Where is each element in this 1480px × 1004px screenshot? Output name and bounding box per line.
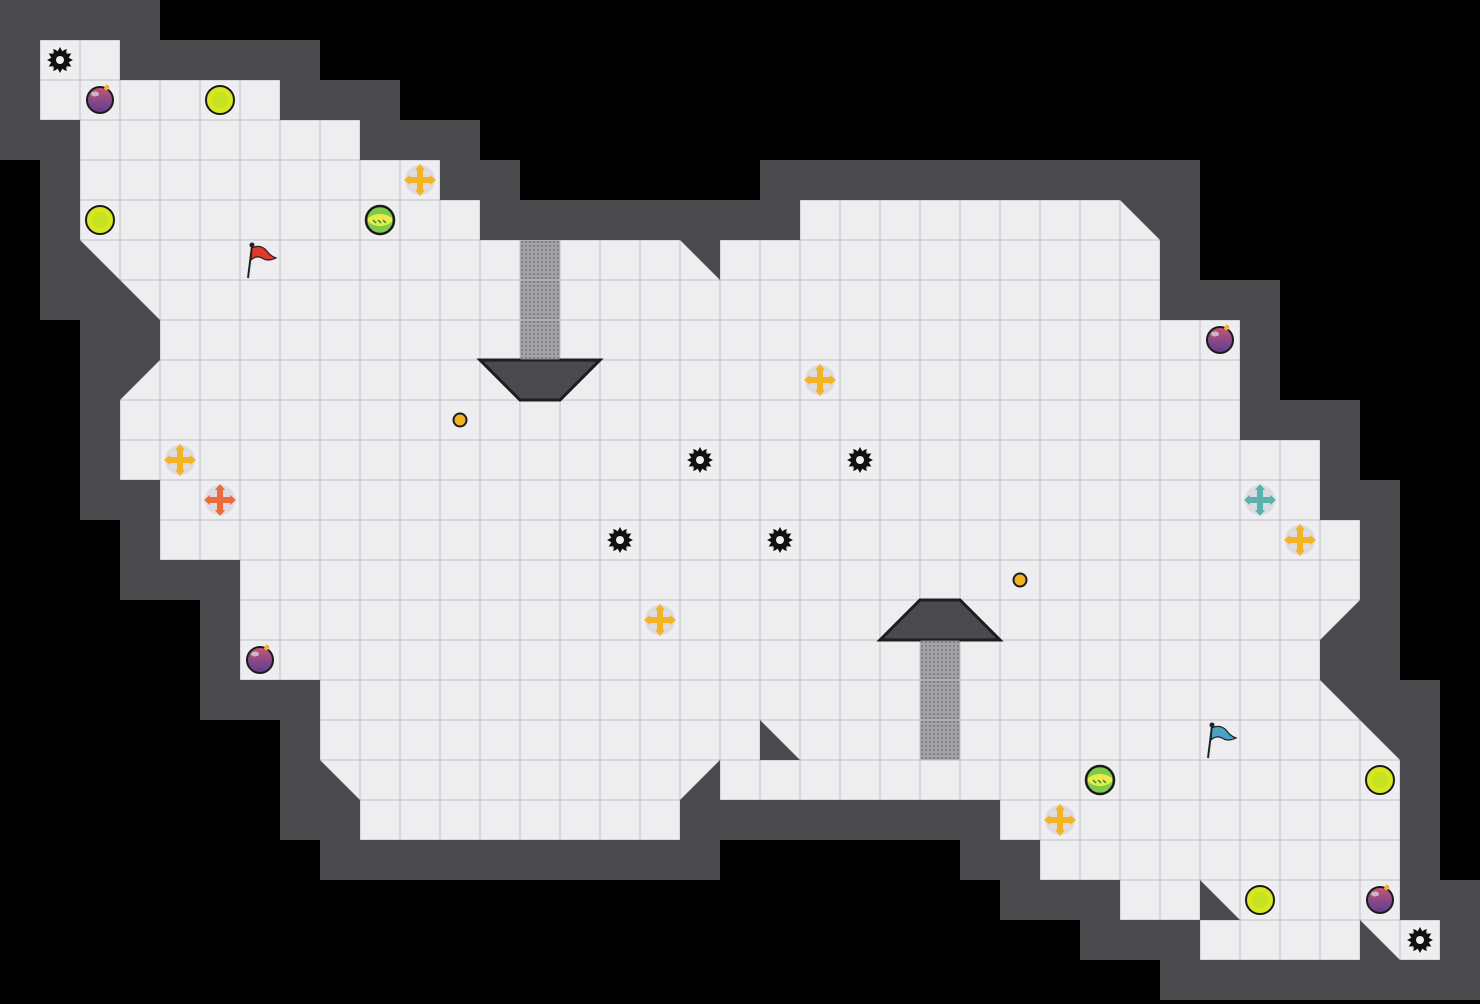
bomb bbox=[240, 640, 280, 680]
neutral-boost bbox=[200, 80, 240, 120]
spike bbox=[600, 520, 640, 560]
coin bbox=[440, 400, 480, 440]
boost-icon bbox=[85, 205, 115, 235]
floor-row bbox=[240, 600, 1360, 640]
wall-wedge-bottom-mid bbox=[680, 760, 720, 800]
coin bbox=[1000, 560, 1040, 600]
bomb-icon bbox=[86, 84, 114, 114]
floor-row bbox=[120, 440, 1320, 480]
floor-row bbox=[160, 520, 1360, 560]
spike-icon bbox=[847, 447, 873, 473]
spike-icon bbox=[607, 527, 633, 553]
floor-row bbox=[1040, 840, 1400, 880]
wall-wedge-right bbox=[1320, 600, 1400, 760]
bomb bbox=[80, 80, 120, 120]
powerup-icon bbox=[364, 204, 396, 236]
wall-wedge-bottom-right bbox=[1200, 880, 1240, 920]
gate-tile bbox=[920, 640, 960, 680]
bomb bbox=[1200, 320, 1240, 360]
blue-flag-icon bbox=[1207, 722, 1238, 759]
yellow-boost-pad-icon bbox=[1284, 524, 1316, 556]
neutral-boost bbox=[1360, 760, 1400, 800]
gate-tile bbox=[520, 240, 560, 280]
floor-row bbox=[120, 280, 1160, 320]
yellow-boost-pad-icon bbox=[644, 604, 676, 636]
boost-icon bbox=[1365, 765, 1395, 795]
wall-wedge-mid-top bbox=[680, 240, 720, 280]
coin-icon bbox=[1012, 572, 1028, 588]
wall-wedge-bottom-right-2 bbox=[1360, 920, 1400, 960]
neutral-boost-pad bbox=[160, 440, 200, 480]
wall-wedge-top-right bbox=[760, 200, 800, 240]
spike-icon bbox=[47, 47, 73, 73]
bumper-top bbox=[476, 358, 604, 402]
spike bbox=[760, 520, 800, 560]
spike bbox=[1400, 920, 1440, 960]
yellow-boost-pad-icon bbox=[164, 444, 196, 476]
floor-row bbox=[80, 120, 360, 160]
red-flag-icon bbox=[247, 242, 278, 279]
floor-row bbox=[160, 480, 1320, 520]
spike bbox=[40, 40, 80, 80]
floor-row bbox=[240, 640, 1320, 680]
blue-boost-pad-icon bbox=[1244, 484, 1276, 516]
wall-wedge-left bbox=[80, 240, 160, 400]
floor-row bbox=[120, 400, 1240, 440]
bumper-bottom bbox=[876, 598, 1004, 642]
floor-row bbox=[40, 80, 280, 120]
gate-tile bbox=[520, 320, 560, 360]
floor-row bbox=[240, 560, 1360, 600]
bomb-icon bbox=[246, 644, 274, 674]
floor-row bbox=[160, 320, 1240, 360]
wall-wedge-top-right-2 bbox=[1120, 200, 1160, 240]
team-powerup bbox=[360, 200, 400, 240]
blue-boost-pad bbox=[1240, 480, 1280, 520]
spike bbox=[840, 440, 880, 480]
red-boost-pad bbox=[200, 480, 240, 520]
red-flag bbox=[240, 240, 280, 280]
yellow-boost-pad-icon bbox=[404, 164, 436, 196]
bomb bbox=[1360, 880, 1400, 920]
neutral-boost-pad bbox=[1280, 520, 1320, 560]
neutral-boost-pad bbox=[800, 360, 840, 400]
boost-icon bbox=[205, 85, 235, 115]
floor-row bbox=[80, 200, 480, 240]
powerup-icon bbox=[1084, 764, 1116, 796]
floor-row bbox=[760, 760, 1400, 800]
team-powerup bbox=[1080, 760, 1120, 800]
neutral-boost-pad bbox=[640, 600, 680, 640]
neutral-boost-pad bbox=[1040, 800, 1080, 840]
wall-wedge-bottom-left bbox=[320, 760, 360, 800]
floor-row bbox=[320, 680, 1360, 720]
bomb-icon bbox=[1206, 324, 1234, 354]
gate-tile bbox=[520, 280, 560, 320]
red-boost-pad-icon bbox=[204, 484, 236, 516]
boost-icon bbox=[1245, 885, 1275, 915]
yellow-boost-pad-icon bbox=[804, 364, 836, 396]
gate-layer bbox=[520, 240, 960, 760]
yellow-boost-pad-icon bbox=[1044, 804, 1076, 836]
spike-icon bbox=[687, 447, 713, 473]
neutral-boost-pad bbox=[400, 160, 440, 200]
spike bbox=[680, 440, 720, 480]
coin-icon bbox=[452, 412, 468, 428]
spike-icon bbox=[1407, 927, 1433, 953]
wall-wedge-mid-bottom bbox=[760, 720, 800, 760]
floor-row bbox=[360, 800, 680, 840]
spike-icon bbox=[767, 527, 793, 553]
gate-tile bbox=[920, 720, 960, 760]
floor-row bbox=[80, 160, 440, 200]
gate-tile bbox=[920, 680, 960, 720]
neutral-boost bbox=[80, 200, 120, 240]
floor-row bbox=[800, 200, 1160, 240]
floor-row bbox=[1200, 920, 1440, 960]
decor-layer bbox=[80, 200, 1400, 960]
bomb-icon bbox=[1366, 884, 1394, 914]
blue-flag bbox=[1200, 720, 1240, 760]
floor-row bbox=[120, 360, 1240, 400]
neutral-boost bbox=[1240, 880, 1280, 920]
